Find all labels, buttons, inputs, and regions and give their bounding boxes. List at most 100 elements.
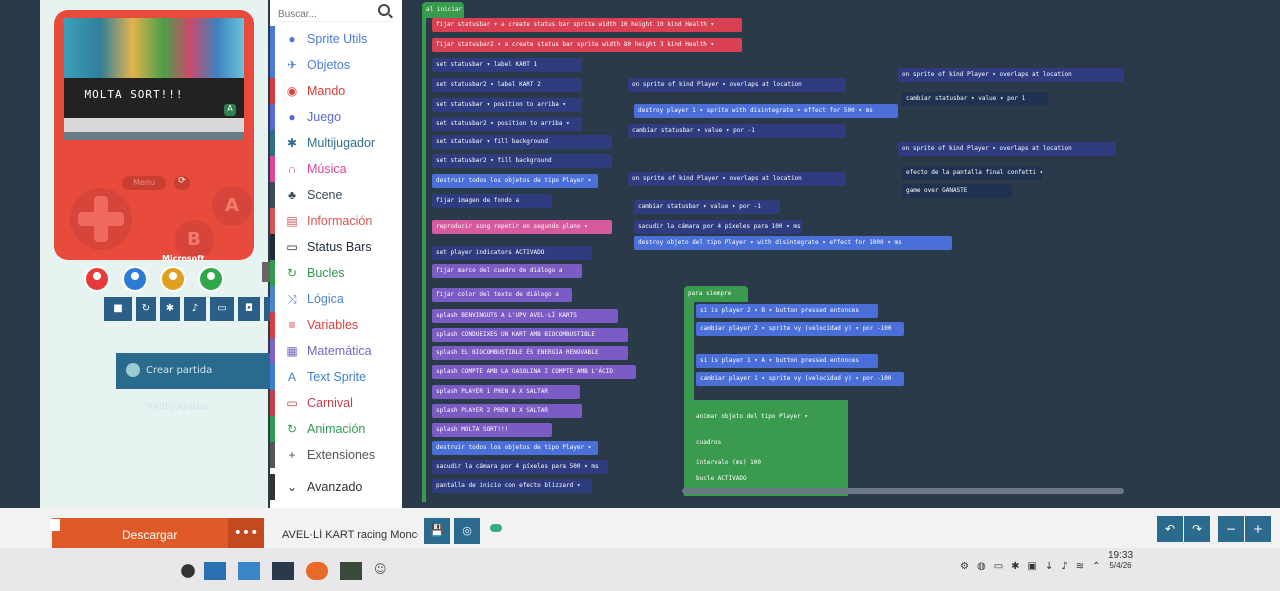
code-block[interactable]: splash MOLTA SORT!!! [432,423,552,437]
a-button[interactable]: A [212,186,252,226]
code-block[interactable]: set statusbar2 ▾ label KART 2 [432,78,582,92]
zoom-in-icon[interactable]: + [1245,516,1271,542]
mute-icon[interactable]: ♪ [184,297,206,321]
emoji-icon[interactable]: ☺ [374,562,387,576]
event-block[interactable]: cambiar statusbar ▾ value ▾ por -1 [628,124,846,138]
code-block[interactable]: fijar color del texto de diálogo a [432,288,572,302]
category-bucles[interactable]: ↻Bucles [270,260,402,286]
event-block[interactable]: game over GANASTE [902,184,1012,198]
code-block[interactable]: set statusbar ▾ position to arriba ▾ [432,98,582,112]
reset-icon[interactable]: ⟳ [174,176,190,190]
event-block[interactable]: cambiar statusbar ▾ value ▾ por 1 [902,92,1048,106]
category-status-bars[interactable]: ▭Status Bars [270,234,402,260]
category-m-sica[interactable]: ∩Música [270,156,402,182]
code-block[interactable]: splash EL BIOCOMBUSTIBLE ÉS ENERGIA RENO… [432,346,628,360]
firefox-icon[interactable] [306,562,328,580]
debug-icon[interactable]: ✱ [160,297,180,321]
redo-icon[interactable]: ↷ [1184,516,1210,542]
code-block[interactable]: reproducir song repetir en segundo plano… [432,220,612,234]
category-l-gica[interactable]: ⤨Lógica [270,286,402,312]
code-block[interactable]: destruir todos los objetos de tipo Playe… [432,174,598,188]
category-scene[interactable]: ♣Scene [270,182,402,208]
event-block[interactable]: on sprite of kind Player ▾ overlaps at l… [898,68,1124,82]
dpad-vertical[interactable] [94,196,108,242]
more-options-button[interactable]: ••• [228,518,264,552]
search-input[interactable] [278,5,374,24]
volume-tray-icon[interactable]: ◍ [976,560,986,572]
code-block[interactable]: splash PLAYER 2 PREN B X SALTAR [432,404,582,418]
code-block[interactable]: fijar statusbar ▾ a create status bar sp… [432,18,742,32]
on-start-hat[interactable]: al iniciar [422,2,464,18]
player-3-button[interactable] [160,266,186,292]
game-screen[interactable]: MOLTA SORT!!! A [64,18,244,140]
code-block[interactable]: splash PLAYER 1 PREN A X SALTAR [432,385,580,399]
toolbox-collapse-handle[interactable] [262,262,270,282]
category-mando[interactable]: ◉Mando [270,78,402,104]
launcher-icon[interactable] [174,562,202,580]
code-block[interactable]: set player indicators ACTIVADO [432,246,592,260]
terminal-icon[interactable] [272,562,294,580]
category-juego[interactable]: ●Juego [270,104,402,130]
code-block[interactable]: set statusbar2 ▾ position to arriba ▾ [432,117,582,131]
stop-icon[interactable]: ■ [104,297,132,321]
code-block[interactable]: fijar marco del cuadro de diálogo a [432,264,582,278]
category-informaci-n[interactable]: ▤Información [270,208,402,234]
speaker-icon[interactable]: ♪ [1061,560,1068,572]
project-name-input[interactable] [282,523,418,547]
forever-block[interactable]: bucle ACTIVADO [692,472,802,486]
download-tray-icon[interactable]: ↓ [1045,560,1054,572]
zoom-out-icon[interactable]: − [1218,516,1244,542]
wifi-icon[interactable]: ≋ [1075,560,1085,572]
workspace-horizontal-scrollbar[interactable] [682,488,1124,494]
player-1-button[interactable] [84,266,110,292]
forever-block[interactable]: cuadros [692,436,762,450]
code-block[interactable]: set statusbar ▾ fill background [432,135,612,149]
files-icon[interactable] [204,562,226,580]
forever-block[interactable]: si is player 2 ▾ B ▾ button pressed ento… [696,304,878,318]
code-block[interactable]: fijar statusbar2 ▾ a create status bar s… [432,38,742,52]
category-animaci-n[interactable]: ↻Animación [270,416,402,442]
download-button[interactable]: Descargar [52,518,228,552]
dpad[interactable] [70,188,132,250]
forever-block[interactable]: intervalo (ms) 100 [692,456,772,470]
event-block[interactable]: cambiar statusbar ▾ value ▾ por -1 [634,200,780,214]
category-carnival[interactable]: ▭Carnival [270,390,402,416]
code-block[interactable]: splash COMPTE AMB LA GASOLINA I COMPTE A… [432,365,636,379]
forever-block[interactable]: cambiar player 1 ▾ sprite vy (velocidad … [696,372,904,386]
forever-block[interactable]: si is player 1 ▾ A ▾ button pressed ento… [696,354,878,368]
bluetooth-icon[interactable]: ✱ [1011,560,1020,572]
event-block[interactable]: efecto de la pantalla final confetti ▾ [902,166,1042,180]
category-sprite-utils[interactable]: ●Sprite Utils [270,26,402,52]
event-block[interactable]: destroy objeto del tipo Player ▾ with di… [634,236,952,250]
code-block[interactable]: fijar imagen de fondo a [432,194,552,208]
forever-block[interactable]: cambiar player 2 ▾ sprite vy (velocidad … [696,322,904,336]
b-button[interactable]: B [174,220,214,260]
category-extensiones[interactable]: +Extensiones [270,442,402,468]
forever-hat[interactable]: para siempre [684,286,748,302]
event-block[interactable]: sacudir la cámara por 4 píxeles para 100… [634,220,802,234]
chevron-up-icon[interactable]: ⌃ [1092,560,1101,572]
event-block[interactable]: destroy player 1 ▾ sprite with disintegr… [634,104,898,118]
screenshot-icon[interactable]: ◘ [238,297,260,321]
code-block[interactable]: pantalla de inicio con efecto blizzard ▾ [432,479,592,493]
event-block[interactable]: on sprite of kind Player ▾ overlaps at l… [628,78,846,92]
category-avanzado[interactable]: ⌄Avanzado [270,474,402,500]
category-matem-tica[interactable]: ▦Matemática [270,338,402,364]
code-block[interactable]: set statusbar ▾ label KART 1 [432,58,582,72]
blocks-workspace[interactable]: al iniciar fijar statusbar ▾ a create st… [402,0,1280,508]
player-2-button[interactable] [122,266,148,292]
category-multijugador[interactable]: ✱Multijugador [270,130,402,156]
settings-icon[interactable]: ⚙ [960,560,969,572]
battery-icon[interactable]: ▭ [993,560,1004,572]
event-block[interactable]: on sprite of kind Player ▾ overlaps at l… [628,172,846,186]
search-icon[interactable] [378,4,390,16]
app-icon[interactable] [340,562,362,580]
file-manager-icon[interactable] [238,562,260,580]
code-block[interactable]: set statusbar2 ▾ fill background [432,154,612,168]
multiplayer-button[interactable]: Crear partida multijugador [116,353,279,412]
event-block[interactable]: on sprite of kind Player ▾ overlaps at l… [898,142,1116,156]
forever-block[interactable]: animar objeto del tipo Player ▾ [692,410,842,424]
device-icon[interactable]: ▣ [1027,560,1037,572]
player-4-button[interactable] [198,266,224,292]
